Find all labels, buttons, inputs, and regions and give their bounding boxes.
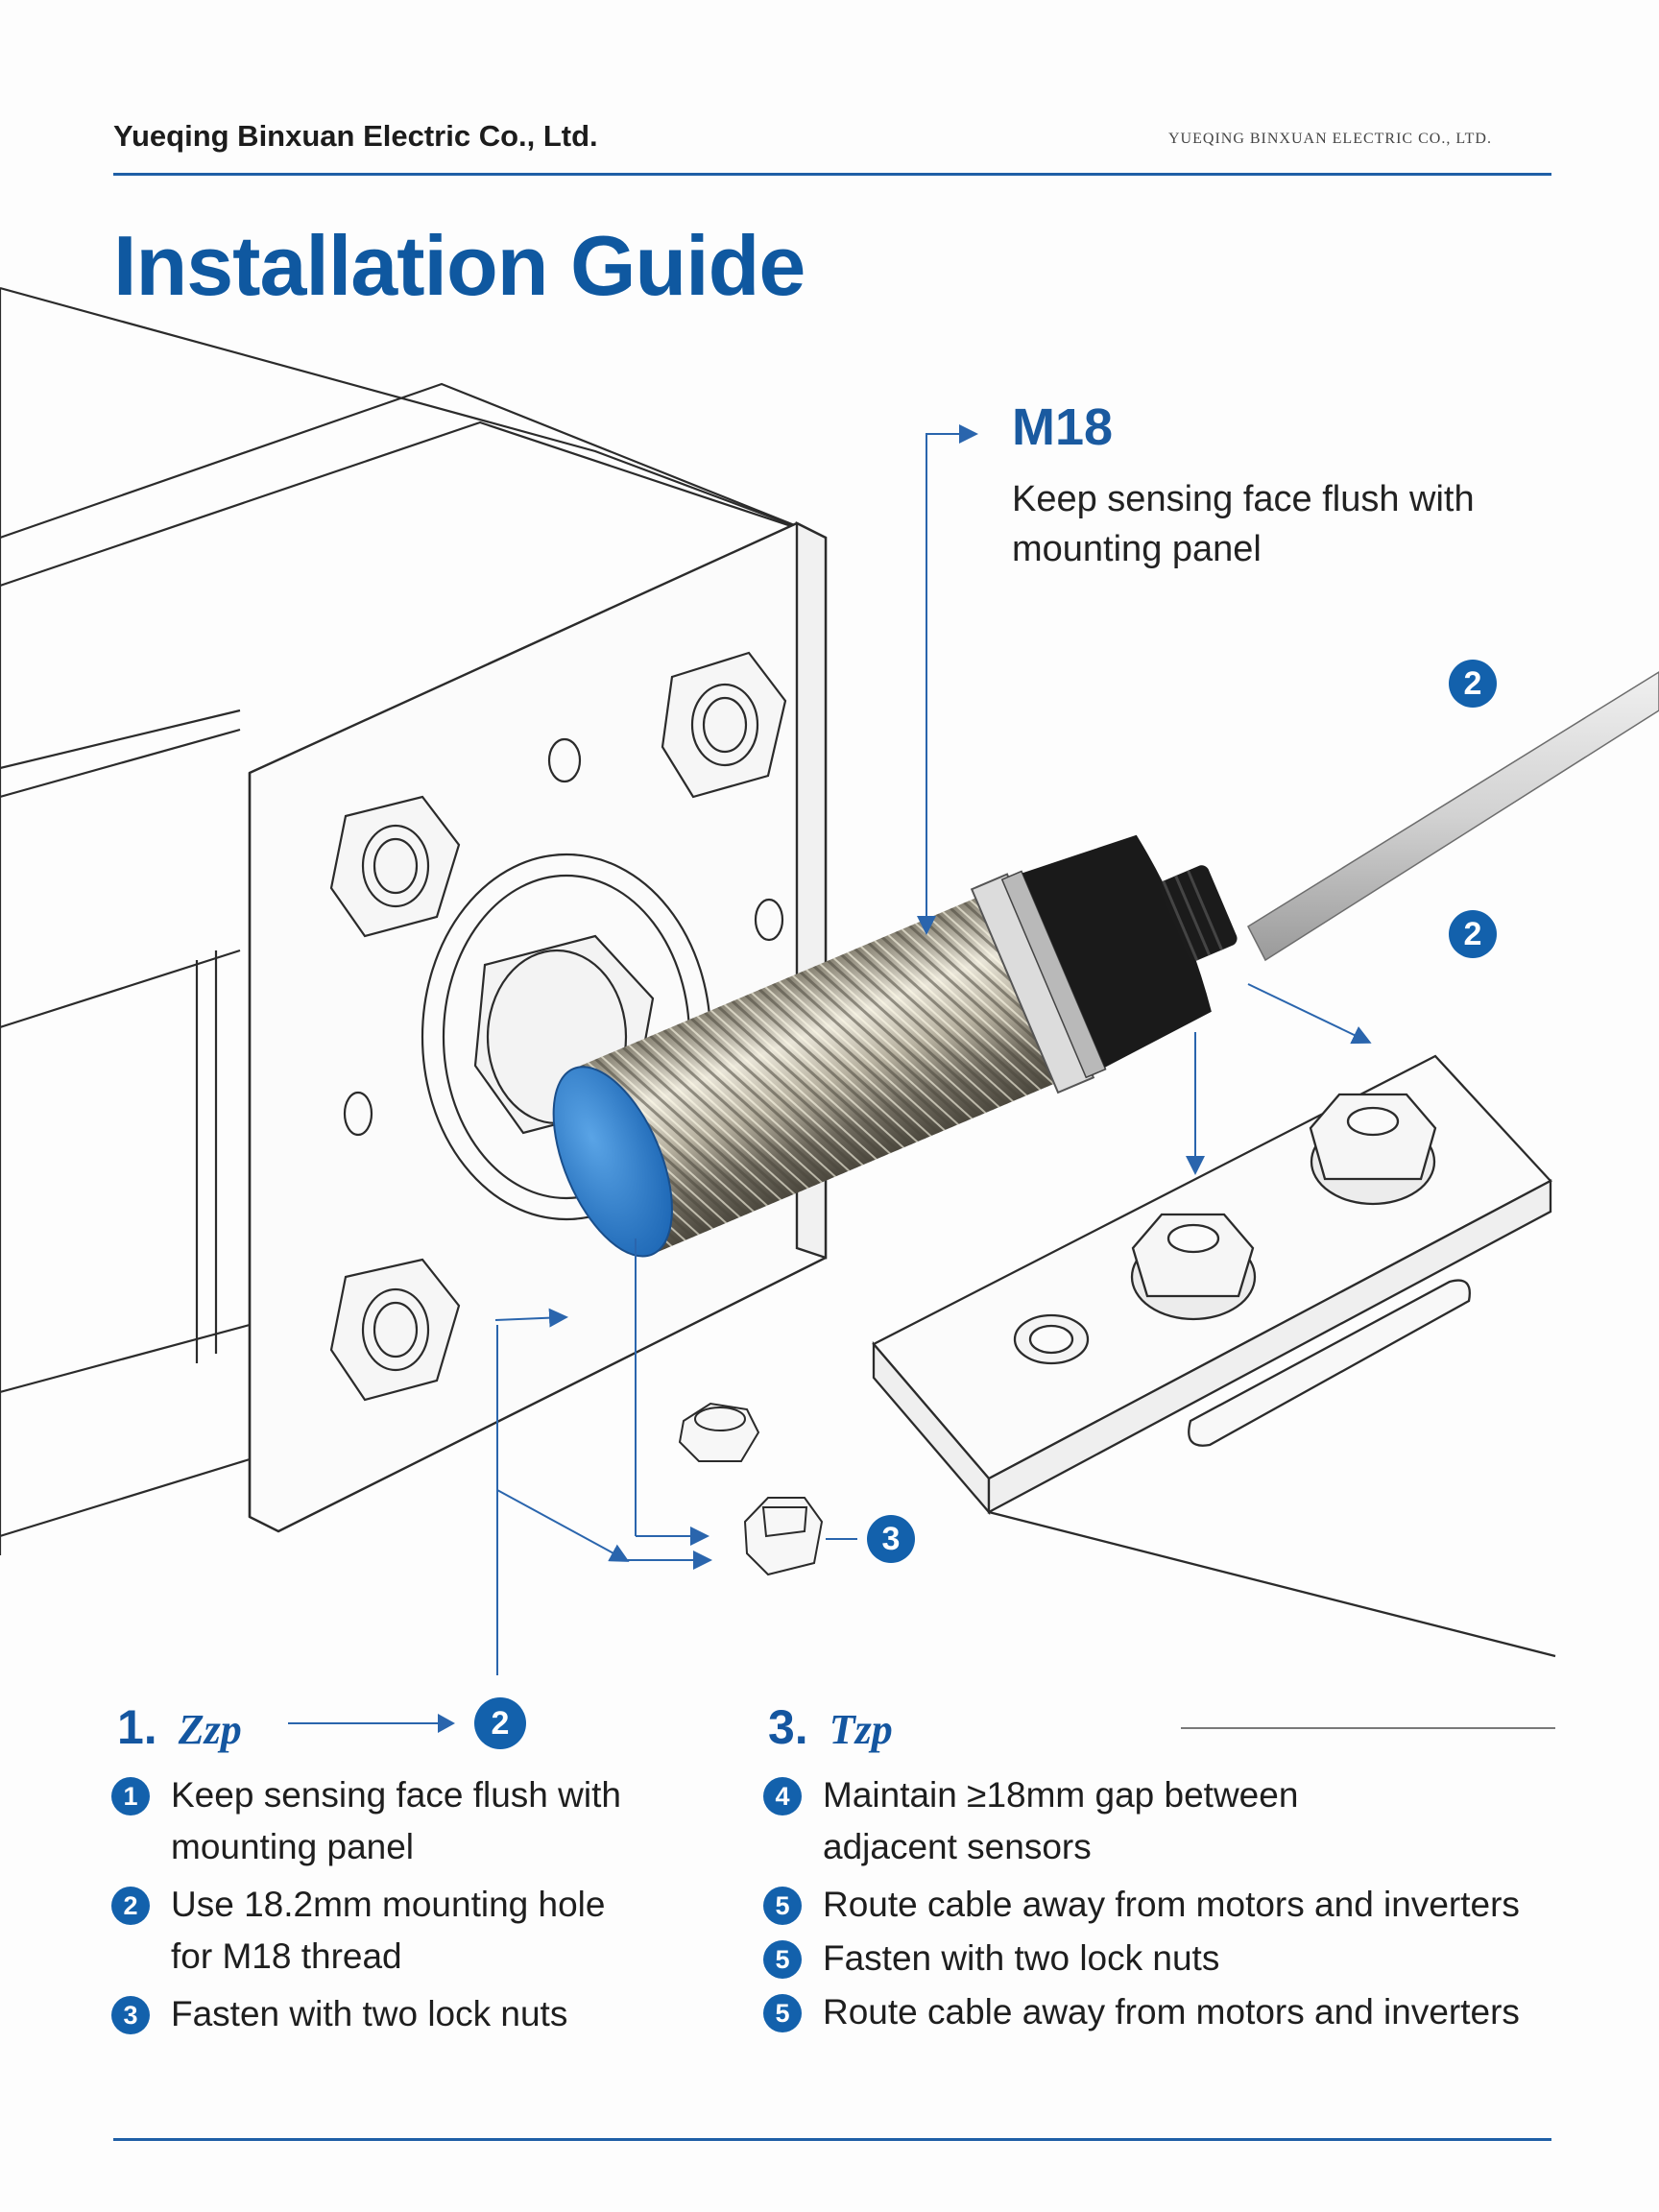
footer-rule — [113, 2138, 1551, 2141]
step-text: Route cable away from motors and inverte… — [823, 1992, 1520, 2032]
steps-left-heading-sub: Zzp — [178, 1706, 242, 1753]
steps-right-heading-sub: Tzp — [829, 1706, 893, 1753]
step-number: 2 — [111, 1887, 150, 1925]
steps-left-heading-num: 1. — [117, 1700, 157, 1754]
steps-right-heading: 3. Tzp — [768, 1699, 893, 1755]
callout-description: Keep sensing face flush with mounting pa… — [1012, 479, 1475, 569]
list-item: 4 Maintain ≥18mm gap between adjacent se… — [763, 1769, 1399, 1873]
loose-nuts — [678, 1402, 824, 1576]
step-text: Fasten with two lock nuts — [171, 1994, 568, 2033]
step-text: Maintain ≥18mm gap between adjacent sens… — [823, 1775, 1299, 1866]
badge-nut-callout: 3 — [867, 1515, 915, 1563]
page-title: Installation Guide — [113, 218, 805, 313]
bracket-plate — [872, 1054, 1556, 1729]
badge-cable-top: 2 — [1449, 660, 1497, 708]
step-number: 1 — [111, 1777, 150, 1815]
step1-arrow — [288, 1722, 442, 1724]
step-number: 4 — [763, 1777, 802, 1815]
step-number: 5 — [763, 1994, 802, 2032]
list-item: 2 Use 18.2mm mounting hole for M18 threa… — [111, 1879, 649, 1983]
step-text: Fasten with two lock nuts — [823, 1938, 1220, 1978]
steps-left-heading: 1. Zzp — [117, 1699, 242, 1755]
m18-leader — [926, 424, 978, 931]
header-rule — [113, 173, 1551, 176]
step-text: Use 18.2mm mounting hole for M18 thread — [171, 1885, 606, 1976]
steps-right-heading-num: 3. — [768, 1700, 808, 1754]
plate-hardware — [329, 651, 787, 1402]
list-item: 5 Route cable away from motors and inver… — [763, 1986, 1560, 2038]
step-text: Keep sensing face flush with mounting pa… — [171, 1775, 621, 1866]
company-name: Yueqing Binxuan Electric Co., Ltd. — [113, 119, 598, 153]
list-item: 1 Keep sensing face flush with mounting … — [111, 1769, 649, 1873]
badge-step1-target: 2 — [474, 1697, 526, 1749]
list-item: 5 Route cable away from motors and inver… — [763, 1879, 1560, 1931]
step-number: 5 — [763, 1887, 802, 1925]
steps-left-list: 1 Keep sensing face flush with mounting … — [111, 1769, 649, 2040]
step-number: 3 — [111, 1996, 150, 2034]
badge-cable-mid: 2 — [1449, 910, 1497, 958]
step-text: Route cable away from motors and inverte… — [823, 1885, 1520, 1924]
step1-arrowhead — [438, 1714, 455, 1733]
sensor-cable — [1247, 671, 1659, 962]
list-item: 3 Fasten with two lock nuts — [111, 1988, 649, 2040]
m18-sensor — [552, 834, 1238, 1258]
callout-size-label: M18 — [1012, 398, 1114, 456]
mounting-frame — [0, 286, 827, 1555]
step-number: 5 — [763, 1940, 802, 1979]
company-name-small: YUEQING BINXUAN ELECTRIC CO., LTD. — [1168, 131, 1492, 147]
list-item: 5 Fasten with two lock nuts — [763, 1933, 1560, 1984]
steps-right-list: 4 Maintain ≥18mm gap between adjacent se… — [763, 1769, 1560, 2038]
